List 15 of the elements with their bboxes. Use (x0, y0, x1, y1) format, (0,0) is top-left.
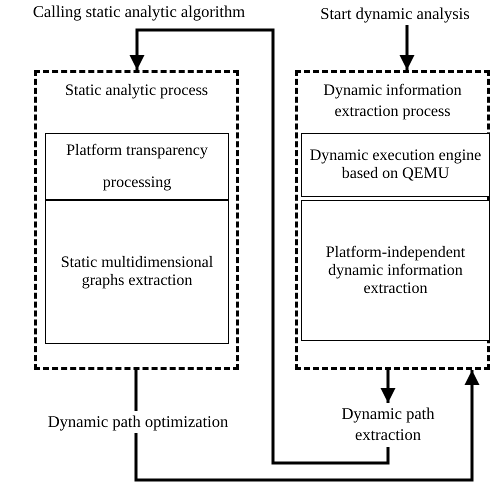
process-group (295, 70, 490, 370)
group-title: Static analytic process (64, 81, 210, 101)
process-box: Dynamic execution engine based on QEMU (301, 133, 490, 197)
process-box: Static multidimensional graphs extraction (45, 200, 229, 344)
arrow (130, 28, 390, 464)
group-title: Dynamic information extraction process (322, 81, 463, 122)
arrow (400, 25, 414, 70)
process-box: Platform-independent dynamic information extraction (301, 200, 490, 341)
process-group (34, 70, 239, 370)
process-box: Platform transparency processing (45, 133, 229, 200)
arrow (380, 370, 396, 403)
step-label: Dynamic path optimization (22, 411, 254, 433)
step-label: Start dynamic analysis (300, 3, 490, 25)
arrow (134, 370, 480, 482)
step-label: Dynamic path extraction (330, 403, 446, 447)
